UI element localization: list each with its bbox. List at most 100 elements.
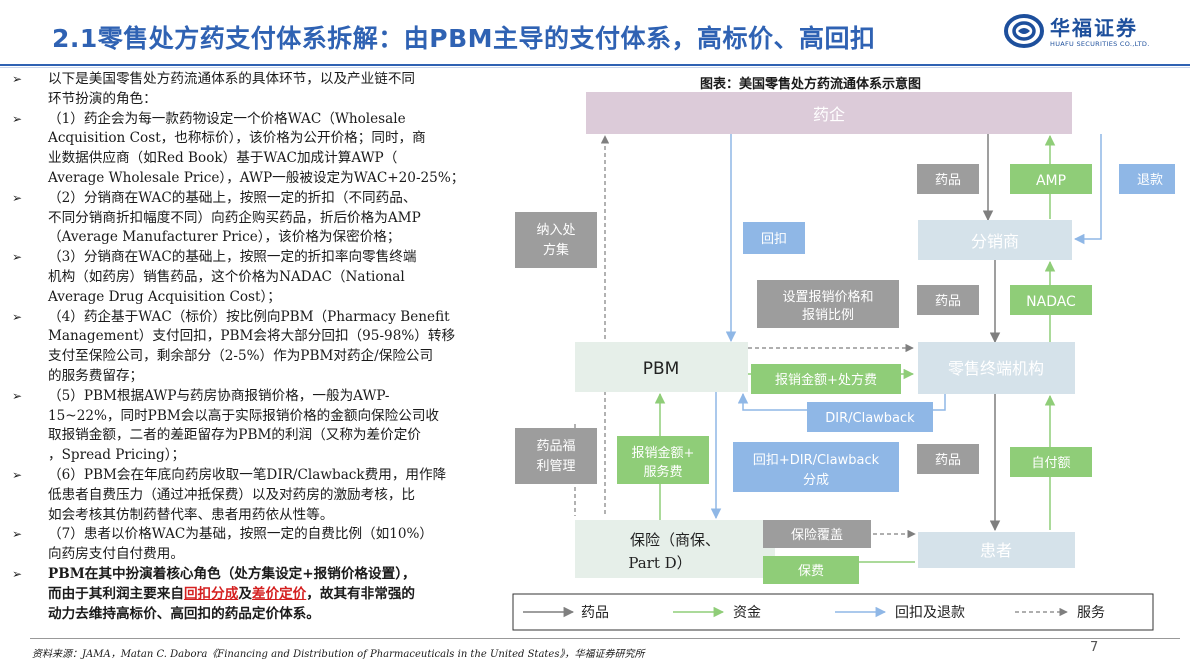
bullet-text: 如会考核其仿制药替代率、患者用药依从性等。: [48, 506, 334, 523]
conclusion-line: 动力去维持高标价、高回扣的药品定价体系。: [8, 605, 510, 625]
page-title: 2.1零售处方药支付体系拆解：由PBM主导的支付体系，高标价、高回扣: [52, 24, 876, 53]
svg-text:零售终端机构: 零售终端机构: [948, 359, 1044, 378]
node-pharmacy: 零售终端机构: [918, 342, 1075, 394]
svg-text:回扣及退款: 回扣及退款: [895, 605, 965, 621]
conclusion-text: PBM在其中扮演着核心角色（处方集设定+报销价格设置），: [48, 565, 416, 582]
conclusion-line: 而由于其利润主要来自回扣分成及差价定价，故其有非常强的: [8, 585, 510, 605]
bullet-line: （Average Manufacturer Price），该价格为保密价格；: [8, 228, 510, 248]
bullet-arrow-icon: ➢: [12, 467, 23, 482]
svg-text:退款: 退款: [1137, 173, 1163, 188]
bullet-text: Management）支付回扣，PBM会将大部分回扣（95-98%）转移: [48, 328, 456, 345]
bullet-line: 的服务费留存；: [8, 367, 510, 387]
bullet-line: 低患者自费压力（通过冲抵保费）以及对药房的激励考核，比: [8, 486, 510, 506]
legend-item-funds: 资金: [673, 605, 761, 621]
svg-text:自付额: 自付额: [1031, 456, 1070, 471]
svg-text:药品: 药品: [935, 173, 961, 188]
label-dir: DIR/Clawback: [807, 402, 933, 432]
page-number: 7: [1090, 640, 1099, 655]
conclusion-text: 而由于其利润主要来自: [48, 585, 184, 602]
label-reimb-fee: 报销金额+处方费: [751, 364, 901, 394]
bullet-line: 不同分销商折扣幅度不同）向药企购买药品，折后价格为AMP: [8, 209, 510, 229]
chart-title: 图表：美国零售处方药流通体系示意图: [700, 77, 922, 92]
bullet-line: 机构（如药房）销售药品，这个价格为NADAC（National: [8, 268, 510, 288]
bullet-text: 环节扮演的角色：: [48, 90, 157, 107]
bullet-line: 如会考核其仿制药替代率、患者用药依从性等。: [8, 506, 510, 526]
legend-item-drug: 药品: [523, 605, 609, 621]
bullet-line: Average Drug Acquisition Cost）；: [8, 288, 510, 308]
bullet-line: 向药房支付自付费用。: [8, 545, 510, 565]
bullet-line: ➢（1）药企会为每一款药物设定一个价格WAC（Wholesale: [8, 110, 510, 130]
bullet-arrow-icon: ➢: [12, 190, 23, 205]
bullet-line: ➢（5）PBM根据AWP与药房协商报销价格，一般为AWP-: [8, 387, 510, 407]
label-formulary: 纳入处 方集: [515, 212, 597, 268]
logo-chinese-name: 华福证券: [1050, 16, 1138, 40]
bullet-text: 取报销金额，二者的差距留存为PBM的利润（又称为差价定价: [48, 427, 421, 444]
bullet-line: ➢（4）药企基于WAC（标价）按比例向PBM（Pharmacy Benefit: [8, 308, 510, 328]
svg-text:资金: 资金: [733, 605, 761, 621]
label-coverage: 保险覆盖: [763, 520, 871, 548]
bullet-text: ，Spread Pricing）；: [48, 447, 186, 464]
highlight-spread-pricing: 差价定价: [251, 585, 307, 602]
bullet-line: 支付至保险公司，剩余部分（2-5%）作为PBM对药企/保险公司: [8, 347, 510, 367]
bullet-line: Acquisition Cost，也称标价），该价格为公开价格；同时，商: [8, 129, 510, 149]
bullet-text: Average Wholesale Price），AWP一般被设定为WAC+20…: [48, 169, 465, 186]
node-patient: 患者: [918, 532, 1075, 568]
bullet-line: ➢以下是美国零售处方药流通体系的具体环节，以及产业链不同: [8, 70, 510, 90]
conclusion-text: ，故其有非常强的: [306, 585, 416, 602]
node-pbm: PBM: [575, 342, 748, 392]
conclusion-text: 动力去维持高标价、高回扣的药品定价体系。: [48, 605, 320, 622]
svg-text:DIR/Clawback: DIR/Clawback: [825, 411, 915, 426]
bullet-line: 15~22%，同时PBM会以高于实际报销价格的金额向保险公司收: [8, 407, 510, 427]
label-copay: 自付额: [1010, 447, 1092, 477]
bullet-arrow-icon: ➢: [12, 250, 23, 265]
svg-text:报销金额+处方费: 报销金额+处方费: [775, 372, 877, 388]
label-reimb-service: 报销金额+ 服务费: [617, 436, 709, 484]
bullet-arrow-icon: ➢: [12, 111, 23, 126]
svg-text:分销商: 分销商: [971, 232, 1019, 251]
svg-text:药品: 药品: [581, 605, 609, 621]
title-rule: [0, 64, 1190, 66]
bullet-text: 不同分销商折扣幅度不同）向药企购买药品，折后价格为AMP: [48, 209, 421, 226]
legend-item-service: 服务: [1015, 605, 1105, 621]
svg-text:药品: 药品: [935, 453, 961, 468]
svg-text:设置报销价格和: 设置报销价格和: [782, 289, 873, 305]
bullet-line: ，Spread Pricing）；: [8, 446, 510, 466]
svg-text:药品福: 药品福: [536, 439, 575, 454]
bullet-arrow-icon: ➢: [12, 72, 23, 86]
bullet-arrow-icon: ➢: [12, 309, 23, 324]
svg-text:NADAC: NADAC: [1026, 294, 1076, 310]
source-note: 资料来源：JAMA，Matan C. Dabora《Financing and …: [32, 649, 645, 660]
bullet-text: （7）患者以价格WAC为基础，按照一定的自费比例（如10%）: [48, 526, 434, 543]
svg-text:PBM: PBM: [643, 359, 680, 379]
svg-text:服务: 服务: [1077, 605, 1105, 621]
logo-english-name: HUAFU SECURITIES CO.,LTD.: [1050, 40, 1150, 48]
bullet-arrow-icon: ➢: [12, 527, 23, 542]
bullet-text: 低患者自费压力（通过冲抵保费）以及对药房的激励考核，比: [48, 486, 416, 503]
svg-text:Part D）: Part D）: [628, 554, 691, 572]
svg-text:患者: 患者: [980, 541, 1012, 560]
label-benefit-mgmt: 药品福 利管理: [515, 428, 597, 484]
title-rule-light: [0, 67, 1190, 68]
flow-diagram: 药企 分销商 PBM 零售终端机构 保险（商保、 Part D） 患者 纳入处 …: [512, 92, 1175, 631]
label-amp: AMP: [1010, 164, 1092, 194]
bullet-line: ➢（2）分销商在WAC的基础上，按照一定的折扣（不同药品、: [8, 189, 510, 209]
bullet-text: 业数据供应商（如Red Book）基于WAC加成计算AWP（: [48, 150, 398, 167]
bullet-text: （3）分销商在WAC的基础上，按照一定的折扣率向零售终端: [48, 249, 417, 266]
svg-text:保险覆盖: 保险覆盖: [791, 528, 843, 543]
svg-text:报销金额+: 报销金额+: [632, 445, 695, 461]
label-drug-3: 药品: [917, 444, 979, 474]
svg-text:AMP: AMP: [1036, 173, 1066, 189]
bullet-arrow-icon: ➢: [12, 388, 23, 403]
conclusion-text: 及: [238, 585, 252, 602]
bullet-text: Average Drug Acquisition Cost）；: [48, 288, 281, 305]
bullet-text: 向药房支付自付费用。: [48, 546, 184, 563]
legend-item-rebate-refund: 回扣及退款: [835, 605, 965, 621]
company-logo: 华福证券 HUAFU SECURITIES CO.,LTD.: [1004, 10, 1180, 54]
bullet-line: 环节扮演的角色：: [8, 90, 510, 110]
bullet-line: 业数据供应商（如Red Book）基于WAC加成计算AWP（: [8, 149, 510, 169]
svg-text:药品: 药品: [935, 294, 961, 309]
bullet-list: ➢以下是美国零售处方药流通体系的具体环节，以及产业链不同环节扮演的角色： ➢（1）…: [8, 70, 510, 624]
bullet-text: 15~22%，同时PBM会以高于实际报销价格的金额向保险公司收: [48, 407, 440, 424]
bullet-text: （6）PBM会在年底向药房收取一笔DIR/Clawback费用，用作降: [48, 466, 447, 483]
label-rebate-dir: 回扣+DIR/Clawback 分成: [733, 442, 899, 492]
